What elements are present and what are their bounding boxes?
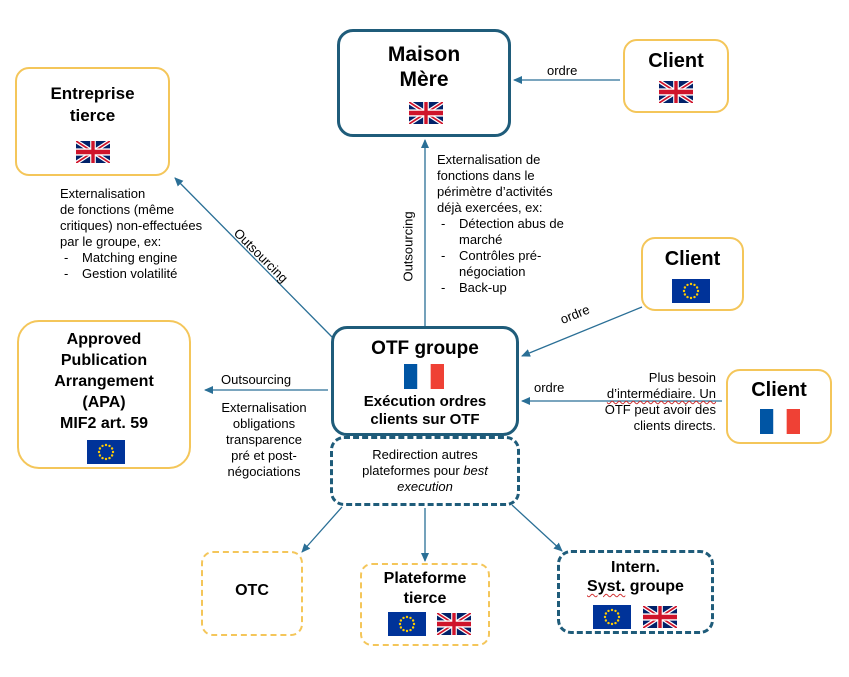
otf-sub1: Exécution ordres — [363, 393, 487, 410]
maison-note-item: Back-up — [437, 280, 587, 296]
node-entreprise-tierce: Entreprise tierce — [15, 67, 170, 176]
client-fr-title: Client — [751, 379, 807, 401]
apa-note-line: obligations — [232, 416, 296, 431]
apa-note-line: transparence — [226, 432, 302, 447]
node-redirection: Redirection autres plateformes pour best… — [330, 436, 520, 506]
intern-line2b: groupe — [625, 578, 684, 595]
text-apa-note: Externalisation obligations transparence… — [205, 400, 323, 480]
uk-flag-icon — [436, 611, 472, 640]
entreprise-line2: tierce — [69, 106, 116, 125]
plateforme-line2: tierce — [403, 590, 447, 607]
apa-line1: Approved — [66, 331, 142, 348]
entreprise-note-item: Matching engine — [60, 250, 260, 266]
uk-flag-icon — [658, 79, 694, 108]
redirection-line2-italic: best — [463, 463, 488, 478]
fr-flag-icon — [404, 364, 444, 394]
apa-note-line: négociations — [227, 464, 301, 479]
arrow-redirection-to-otc — [301, 506, 343, 553]
maison-note-line: périmètre d’activités — [437, 184, 553, 199]
eu-flag-icon — [593, 605, 631, 634]
client-fr-note-line: clients directs. — [633, 418, 716, 433]
maison-note-item: Détection abus de marché — [437, 216, 587, 248]
maison-line1: Maison — [387, 43, 461, 66]
apa-line5: MIF2 art. 59 — [59, 415, 149, 432]
redirection-line1: Redirection autres — [372, 447, 478, 462]
maison-line2: Mère — [399, 68, 449, 91]
label-outsourcing-vertical: Outsourcing — [400, 211, 416, 282]
apa-note-line: Externalisation — [221, 400, 307, 415]
label-outsourcing-apa: Outsourcing — [221, 372, 292, 387]
redirection-line2: plateformes pour — [362, 463, 464, 478]
maison-note-item: Contrôles pré-négociation — [437, 248, 587, 280]
entreprise-note-item: Gestion volatilité — [60, 266, 260, 282]
label-ordre-fr: ordre — [534, 380, 565, 395]
entreprise-note-line: Externalisation — [60, 186, 146, 201]
eu-flag-icon — [388, 612, 426, 641]
text-maison-note: Externalisation de fonctions dans le pér… — [437, 152, 587, 296]
eu-flag-icon — [672, 279, 710, 308]
node-plateforme-tierce: Plateforme tierce — [360, 563, 490, 646]
node-client-uk: Client — [623, 39, 729, 113]
uk-flag-icon — [408, 100, 444, 129]
entreprise-note-line: par le groupe, ex: — [60, 234, 162, 249]
otf-title: OTF groupe — [371, 338, 479, 359]
apa-line2: Publication — [60, 352, 148, 369]
plateforme-line1: Plateforme — [383, 570, 467, 587]
node-client-eu: Client — [641, 237, 744, 311]
text-client-fr-note: Plus besoin d’intermédiaire. Un OTF peut… — [570, 370, 716, 434]
arrow-redirection-to-intern — [511, 504, 563, 552]
otf-sub2: clients sur OTF — [370, 411, 480, 428]
apa-line3: Arrangement — [54, 373, 154, 390]
text-entreprise-note: Externalisation de fonctions (même criti… — [60, 186, 260, 282]
label-ordre-top: ordre — [547, 63, 578, 78]
redirection-line3: execution — [397, 479, 453, 494]
node-intern-syst-groupe: Intern. Syst. groupe — [557, 550, 714, 634]
eu-flag-icon — [87, 440, 125, 469]
arrow-client-eu-to-otf — [521, 306, 643, 357]
uk-flag-icon — [75, 139, 111, 168]
node-client-fr: Client — [726, 369, 832, 444]
entreprise-note-line: de fonctions (même — [60, 202, 175, 217]
fr-flag-icon — [760, 409, 800, 439]
node-otc: OTC — [201, 551, 303, 636]
entreprise-note-line: critiques) non-effectuées — [60, 218, 203, 233]
maison-note-line: déjà exercées, ex: — [437, 200, 543, 215]
client-fr-note-line: d’intermédiaire. Un — [606, 386, 716, 401]
client-uk-title: Client — [648, 50, 704, 72]
entreprise-line1: Entreprise — [50, 84, 135, 103]
intern-line2a: Syst. — [587, 578, 626, 595]
apa-line4: (APA) — [82, 394, 126, 411]
maison-note-line: Externalisation de — [437, 152, 541, 167]
client-eu-title: Client — [664, 248, 721, 270]
client-fr-note-line: Plus besoin — [648, 370, 716, 385]
node-apa: Approved Publication Arrangement (APA) M… — [17, 320, 191, 469]
node-otf-groupe: OTF groupe Exécution ordres clients sur … — [331, 326, 519, 436]
uk-flag-icon — [642, 604, 678, 633]
node-maison-mere: Maison Mère — [337, 29, 511, 137]
intern-line1: Intern. — [611, 559, 660, 576]
otc-title: OTC — [235, 582, 269, 599]
apa-note-line: pré et post- — [231, 448, 297, 463]
client-fr-note-line: OTF peut avoir des — [604, 402, 716, 417]
maison-note-line: fonctions dans le — [437, 168, 535, 183]
